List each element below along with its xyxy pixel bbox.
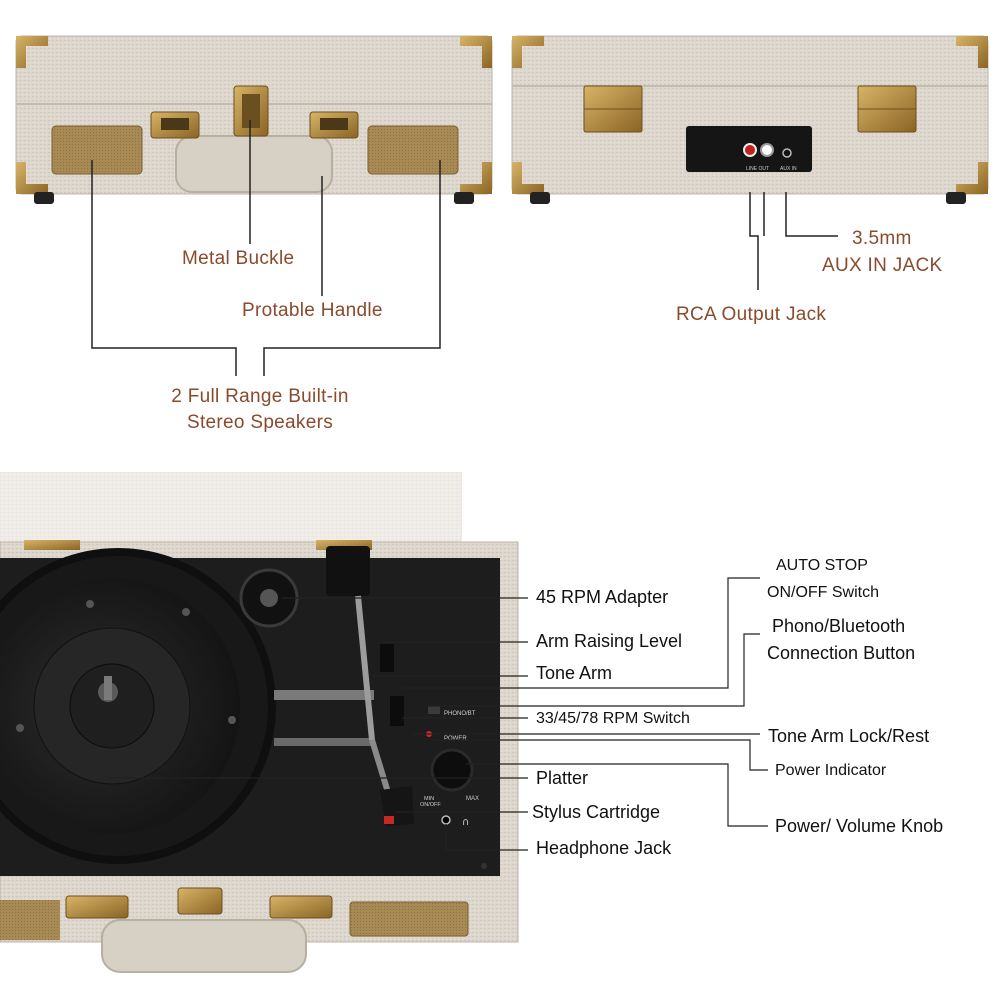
- corner-brass: [460, 162, 492, 194]
- label-aux-line2: AUX IN JACK: [822, 255, 943, 276]
- handle: [175, 135, 333, 193]
- corner-brass: [460, 36, 492, 68]
- label-speakers-line1: 2 Full Range Built-in: [171, 386, 349, 407]
- svg-text:PHONO/BT: PHONO/BT: [444, 711, 476, 717]
- label-handle: Protable Handle: [242, 300, 383, 321]
- callout-tone-arm: Tone Arm: [536, 663, 613, 683]
- svg-text:∩: ∩: [462, 817, 469, 828]
- callout-power-knob: Power/ Volume Knob: [775, 816, 944, 836]
- tone-arm: [355, 595, 375, 741]
- callout-power-indicator: Power Indicator: [775, 762, 887, 779]
- svg-text:ON/OFF: ON/OFF: [420, 802, 441, 808]
- label-metal-buckle: Metal Buckle: [182, 248, 295, 269]
- label-speakers: 2 Full Range Built-in Stereo Speakers: [150, 384, 370, 436]
- callout-phono-line2: Connection Button: [767, 643, 916, 663]
- svg-text:MAX: MAX: [466, 796, 479, 802]
- tone-arm-base: [326, 546, 370, 596]
- callout-headphone-jack: Headphone Jack: [536, 838, 672, 858]
- callout-rpm-switch: 33/45/78 RPM Switch: [536, 710, 690, 727]
- corner-brass: [16, 36, 48, 68]
- back-case: LINE OUT AUX IN: [511, 35, 989, 204]
- svg-text:AUX IN: AUX IN: [780, 166, 797, 172]
- headphone-jack: [441, 815, 451, 825]
- svg-text:POWER: POWER: [444, 736, 467, 742]
- corner-brass: [16, 162, 48, 194]
- callout-stylus-cartridge: Stylus Cartridge: [532, 802, 661, 822]
- callout-45-rpm-adapter: 45 RPM Adapter: [536, 587, 669, 607]
- callout-phono-line1: Phono/Bluetooth: [772, 616, 906, 636]
- svg-text:LINE OUT: LINE OUT: [746, 166, 769, 172]
- bottom-leader-lines: [108, 577, 768, 851]
- callout-tone-arm-lock: Tone Arm Lock/Rest: [768, 726, 930, 746]
- top-leader-lines: [91, 120, 838, 376]
- callout-arm-raising-level: Arm Raising Level: [536, 631, 683, 651]
- callout-platter: Platter: [536, 768, 589, 788]
- svg-text:MIN: MIN: [424, 796, 434, 802]
- front-case: [15, 35, 493, 204]
- callout-auto-stop-line1: AUTO STOP: [776, 557, 868, 574]
- callout-auto-stop-line2: ON/OFF Switch: [767, 584, 880, 601]
- label-aux-line1: 3.5mm: [852, 228, 912, 249]
- speaker-grille-left: [51, 125, 143, 175]
- volume-knob: [430, 748, 474, 792]
- speaker-grille-right: [367, 125, 459, 175]
- turntable-open: PHONO/BT POWER MIN ON/OFF MAX ∩: [0, 472, 519, 1001]
- label-speakers-line2: Stereo Speakers: [186, 412, 334, 433]
- label-rca: RCA Output Jack: [676, 304, 827, 325]
